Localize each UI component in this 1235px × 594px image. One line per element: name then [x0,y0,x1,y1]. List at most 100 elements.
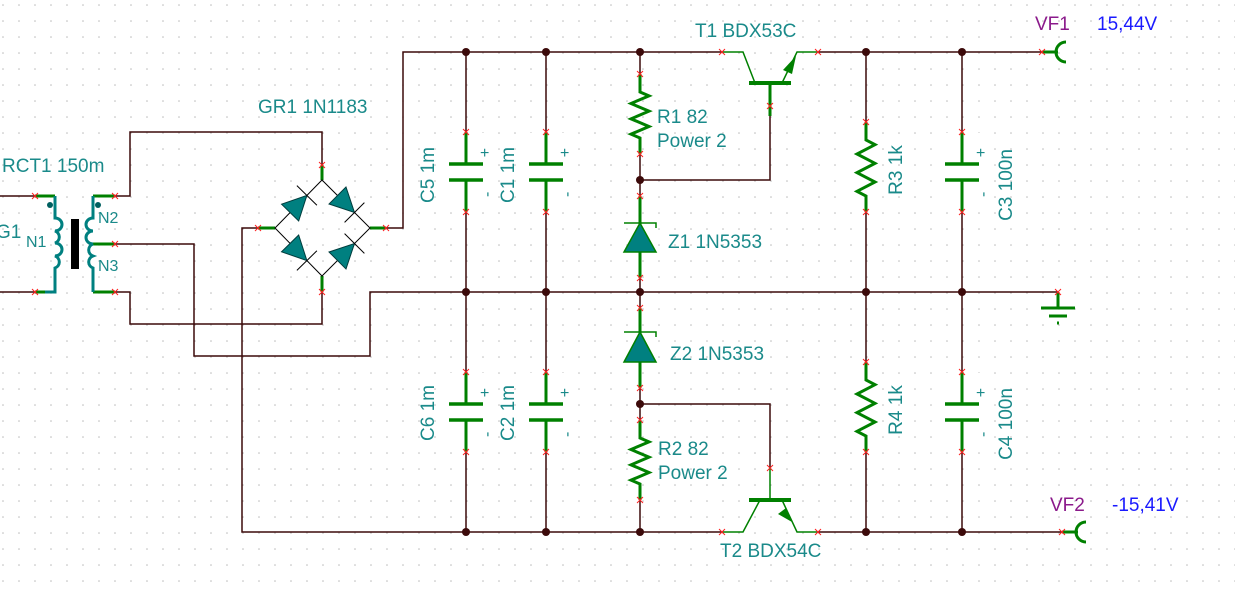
resistor-label-r1: R1 82 [657,107,708,128]
polarity-dot [95,202,101,208]
probe-vf1-connector[interactable] [1042,40,1067,64]
junction-dot [462,528,470,536]
capacitor-c3[interactable]: +- [945,132,992,212]
resistor-r3[interactable] [853,122,879,212]
pin-marker [318,288,326,296]
transformer[interactable] [35,194,115,294]
ground-symbol[interactable] [1041,292,1075,325]
probe-name-vf1: VF1 [1035,14,1070,35]
bridge-diode [328,233,365,270]
capacitor-c2[interactable]: +- [529,372,576,452]
capacitor-c1[interactable]: +- [529,132,576,212]
probe-value-vf1: 15,44V [1097,14,1158,35]
capacitor-label-c6: C6 1m [418,385,439,441]
pin-marker [542,128,550,136]
pin-markers [31,48,1066,536]
resistor-label-r4: R4 1k [886,385,907,435]
capacitor-label-c4: C4 100n [996,388,1017,460]
capacitor-c4[interactable]: +- [945,372,992,452]
resistor-note-r2: Power 2 [658,463,728,484]
junction-dot [636,528,644,536]
pin-marker [462,128,470,136]
junction-dot [862,288,870,296]
zener-z1[interactable] [622,196,658,278]
pin-marker [862,208,870,216]
bridge-label: GR1 1N1183 [258,97,368,118]
winding-label-n3: N3 [98,258,119,275]
junction-dot [958,528,966,536]
plus-sign: + [976,385,985,402]
pin-marker [636,150,644,158]
capacitor-c5[interactable]: +- [449,132,496,212]
junction-dot [862,48,870,56]
plus-sign: + [480,385,489,402]
pin-marker [862,118,870,126]
junction-dot [958,48,966,56]
pin-marker [718,48,726,56]
pin-marker [636,384,644,392]
pin-marker [462,368,470,376]
pin-marker [636,304,644,312]
resistor-r1[interactable] [627,74,653,154]
minus-sign: - [975,192,992,197]
pin-marker [814,48,822,56]
bridge-rectifier[interactable] [258,165,386,292]
minus-sign: - [559,192,576,197]
junction-dot [636,176,644,184]
junction-dot [462,48,470,56]
pin-marker [636,496,644,504]
zener-label-z1: Z1 1N5353 [668,232,762,253]
probe-name-vf2: VF2 [1050,495,1085,516]
pin-marker [111,288,119,296]
transistor-t1[interactable] [722,51,818,116]
minus-sign: - [479,192,496,197]
pin-marker [814,528,822,536]
junction-dot [462,288,470,296]
pin-marker [1038,48,1046,56]
source-label: G1 [0,222,21,243]
transformer-label: RCT1 150m [2,156,104,177]
pin-marker [718,528,726,536]
zener-label-z2: Z2 1N5353 [670,344,764,365]
junction-dot [636,288,644,296]
resistor-r2[interactable] [627,420,653,500]
junctions [462,48,966,536]
winding-label-n1: N1 [26,234,47,251]
probe-value-vf2: -15,41V [1112,495,1179,516]
resistor-note-r1: Power 2 [657,131,727,152]
pin-marker [542,208,550,216]
capacitor-c6[interactable]: +- [449,372,496,452]
resistor-label-r2: R2 82 [658,439,709,460]
junction-dot [542,48,550,56]
capacitor-label-c3: C3 100n [996,149,1017,221]
pin-marker [958,208,966,216]
pin-marker [636,274,644,282]
pin-marker [111,240,119,248]
resistor-r4[interactable] [853,362,879,452]
capacitor-label-c1: C1 1m [498,147,519,203]
pin-marker [636,70,644,78]
minus-sign: - [479,432,496,437]
pin-marker [31,288,39,296]
bridge-diode [328,186,365,223]
probe-vf2-connector[interactable] [1062,520,1087,544]
pin-marker [958,368,966,376]
minus-sign: - [975,432,992,437]
pin-marker [318,161,326,169]
junction-dot [636,48,644,56]
pin-marker [542,448,550,456]
pin-marker [766,464,774,472]
pin-marker [766,102,774,110]
bridge-diode [280,234,318,271]
transformer-core [71,219,79,269]
junction-dot [958,288,966,296]
junction-dot [862,528,870,536]
pin-marker [462,208,470,216]
pin-marker [636,416,644,424]
pin-marker [958,448,966,456]
transistor-t2[interactable] [722,468,818,533]
minus-sign: - [559,432,576,437]
zener-z2[interactable] [622,308,658,388]
